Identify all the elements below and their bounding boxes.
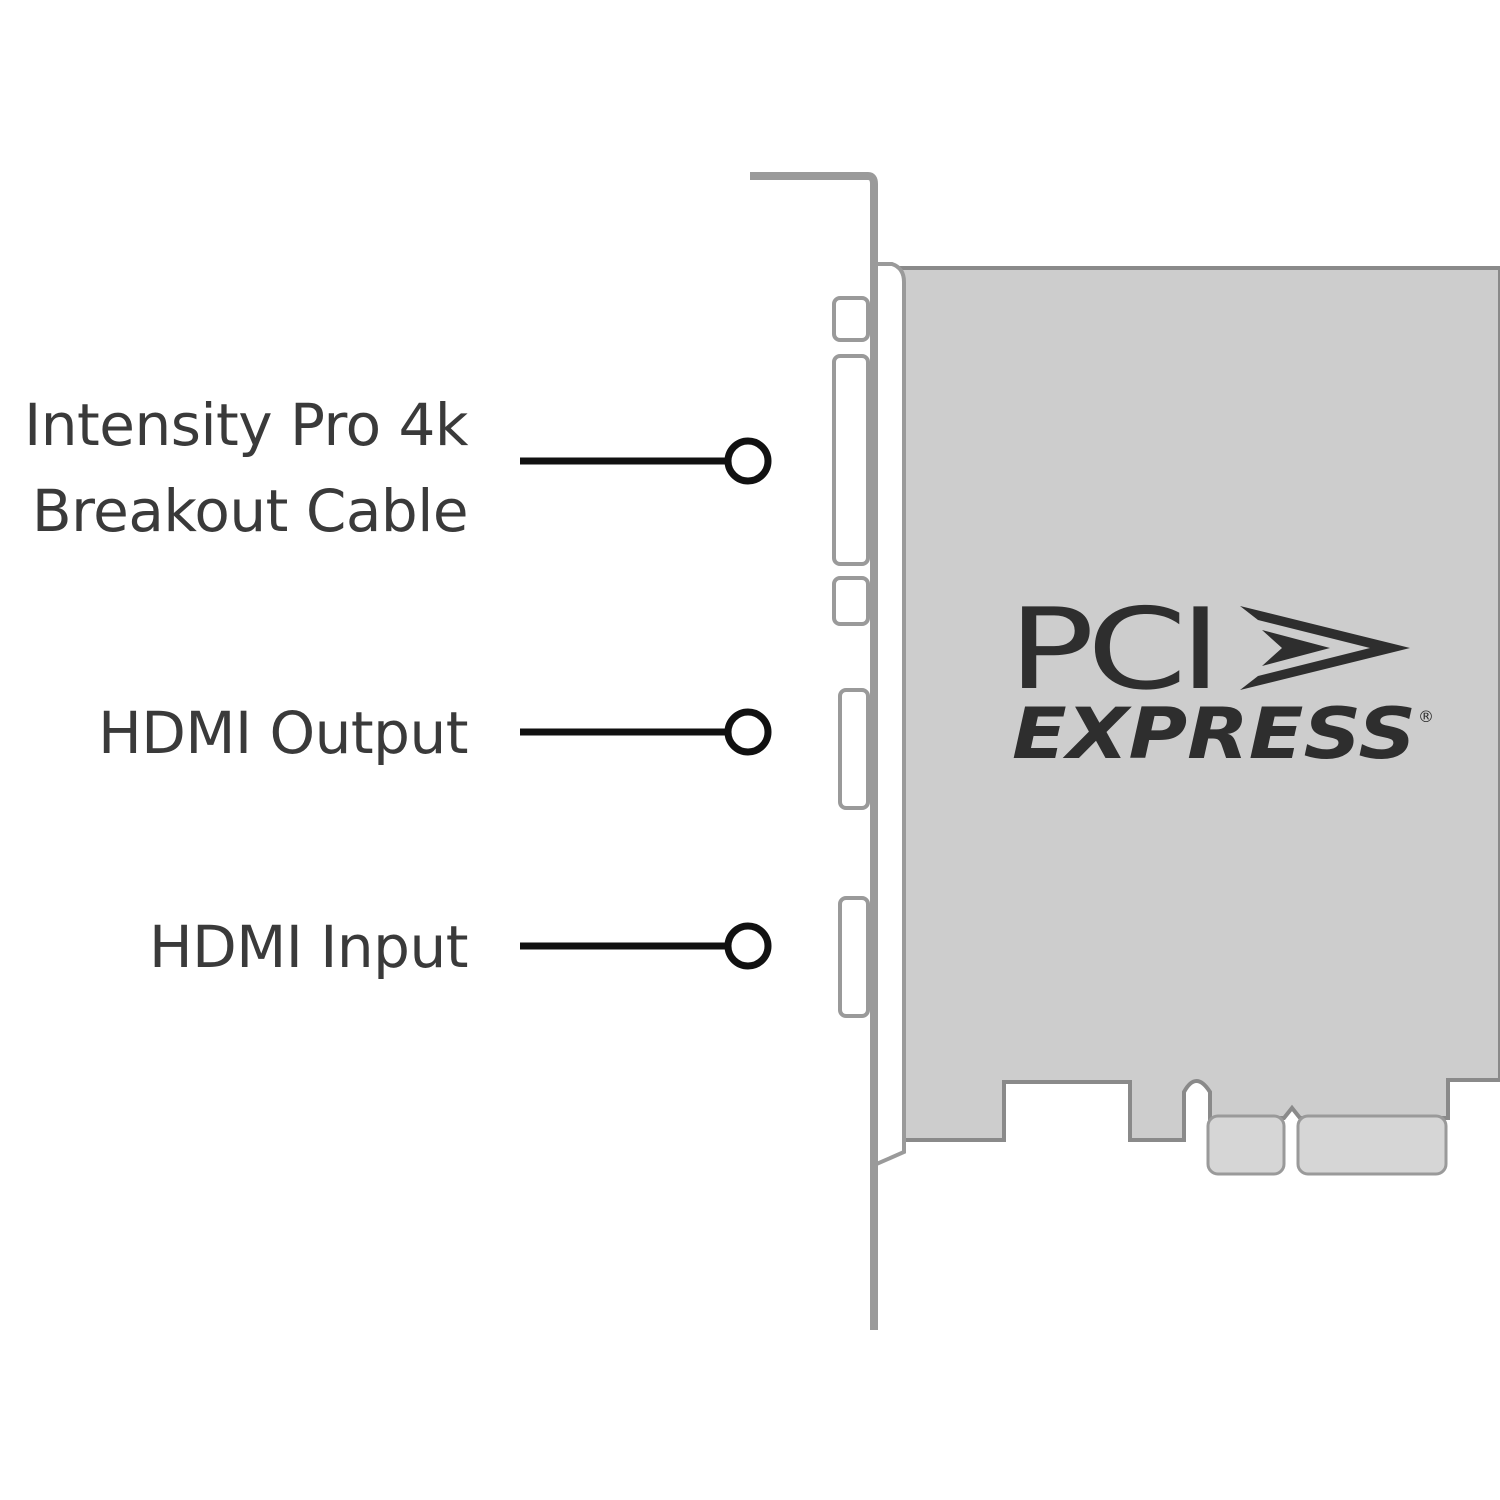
label-breakout-line1: Intensity Pro 4k — [24, 391, 468, 459]
connector-hdmi-input-port — [838, 896, 870, 1018]
label-hdmi-input: HDMI Input — [148, 913, 469, 981]
connector-breakout-port — [832, 354, 870, 566]
connector-hdmi-output-port — [838, 688, 870, 810]
logo-registered-mark: ® — [1418, 707, 1434, 726]
ring-endpoint-icon — [724, 708, 772, 756]
callout-breakout — [520, 437, 772, 485]
ring-endpoint-icon — [724, 437, 772, 485]
logo-chevron-icon — [1240, 606, 1410, 690]
connector-small-mid — [832, 576, 870, 626]
label-breakout-cable: Intensity Pro 4k Breakout Cable — [24, 382, 468, 554]
pci-express-logo: PCI EXPRESS ® — [1008, 585, 1434, 775]
edge-contact-left — [1206, 1114, 1286, 1176]
connector-small-top — [832, 296, 870, 342]
ring-endpoint-icon — [724, 922, 772, 970]
bracket-strip — [870, 262, 906, 1170]
callout-hdmi-input — [520, 922, 772, 970]
logo-express-text: EXPRESS — [1012, 693, 1416, 775]
edge-contact-right — [1296, 1114, 1448, 1176]
logo-chevron-inner-icon — [1262, 630, 1330, 666]
logo-pci-text: PCI — [1008, 585, 1214, 715]
bracket-rail — [750, 172, 878, 1330]
label-hdmi-output: HDMI Output — [98, 699, 468, 767]
callout-hdmi-output — [520, 708, 772, 756]
label-breakout-line2: Breakout Cable — [31, 477, 469, 545]
